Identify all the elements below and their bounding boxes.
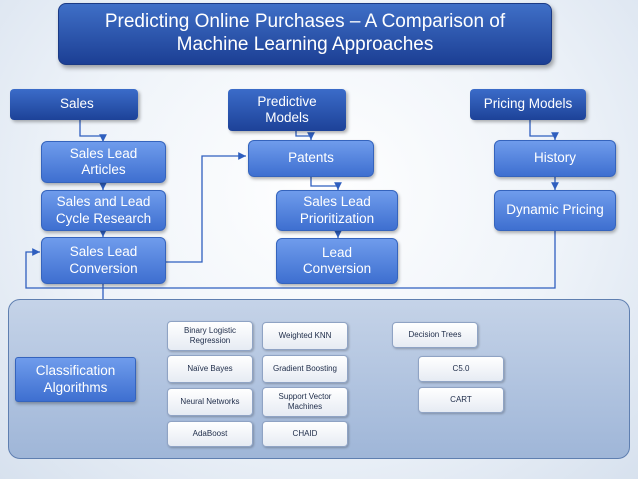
algorithm-c5: C5.0 <box>418 356 504 382</box>
sales-and-lead-cycle-research-node: Sales and Lead Cycle Research <box>41 190 166 231</box>
lead-conversion-node: Lead Conversion <box>276 238 398 284</box>
algorithm-support-vector-machines: Support Vector Machines <box>262 387 348 417</box>
predictive-models-header: Predictive Models <box>228 89 346 131</box>
algorithm-gradient-boosting: Gradient Boosting <box>262 355 348 383</box>
algorithm-neural-networks: Neural Networks <box>167 388 253 416</box>
algorithm-weighted-knn: Weighted KNN <box>262 322 348 350</box>
dynamic-pricing-node: Dynamic Pricing <box>494 190 616 231</box>
algorithm-decision-trees: Decision Trees <box>392 322 478 348</box>
algorithm-naive-bayes: Naïve Bayes <box>167 355 253 383</box>
pricing-models-header: Pricing Models <box>470 89 586 120</box>
sales-header: Sales <box>10 89 138 120</box>
classification-algorithms-node: Classification Algorithms <box>15 357 136 402</box>
algorithm-binary-logistic-regression: Binary Logistic Regression <box>167 321 253 351</box>
page-title: Predicting Online Purchases – A Comparis… <box>58 3 552 65</box>
algorithm-chaid: CHAID <box>262 421 348 447</box>
sales-lead-prioritization-node: Sales Lead Prioritization <box>276 190 398 231</box>
sales-lead-conversion-node: Sales Lead Conversion <box>41 237 166 284</box>
patents-node: Patents <box>248 140 374 177</box>
algorithm-cart: CART <box>418 387 504 413</box>
algorithm-adaboost: AdaBoost <box>167 421 253 447</box>
history-node: History <box>494 140 616 177</box>
sales-lead-articles-node: Sales Lead Articles <box>41 141 166 183</box>
